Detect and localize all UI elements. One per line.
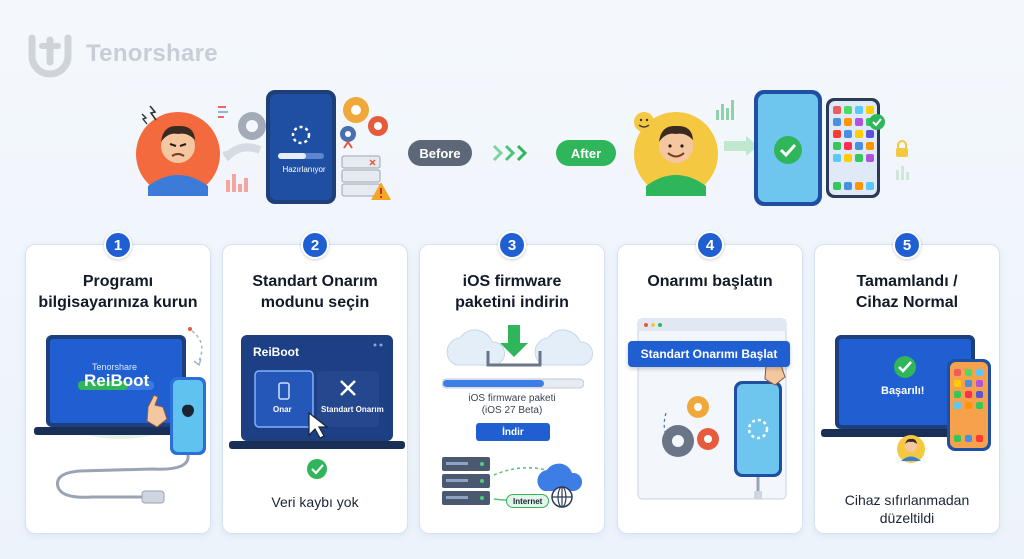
download-button[interactable]: İndir bbox=[476, 423, 550, 441]
brand-name: Tenorshare bbox=[86, 40, 218, 67]
step-1-screen-brand: Tenorshare bbox=[92, 362, 138, 372]
step-card-5: Tamamlandı / Cihaz Normal Başarılı! Ciha… bbox=[814, 244, 1000, 534]
step-2-screen-product: ReiBoot bbox=[253, 345, 299, 359]
step-5-title: Tamamlandı / Cihaz Normal bbox=[855, 273, 959, 311]
step-card-3: iOS firmware paketini indirin iOS firmwa… bbox=[419, 244, 605, 534]
lock-icon bbox=[896, 140, 908, 157]
phone-success-icon bbox=[754, 90, 822, 206]
server-network-illustration bbox=[442, 457, 583, 508]
hero-after-illustration bbox=[624, 80, 924, 210]
gears-icon bbox=[662, 396, 719, 457]
phone-homescreen-icon bbox=[826, 98, 885, 198]
step-5-number: 5 bbox=[893, 231, 921, 259]
start-repair-button[interactable]: Standart Onarımı Başlat bbox=[628, 341, 790, 367]
laptop-mode-select-illustration bbox=[229, 335, 405, 479]
gears-icon bbox=[340, 97, 388, 142]
cloud-globe-icon bbox=[537, 463, 583, 508]
smile-emoji-icon bbox=[634, 112, 654, 132]
step-2-title: Standart Onarım modunu seçin bbox=[252, 273, 378, 311]
option-standart-onarim-button[interactable]: Standart Onarım bbox=[321, 405, 384, 414]
server-error-icon bbox=[341, 140, 391, 200]
laptop-install-illustration bbox=[34, 327, 206, 504]
hero-before-illustration: Hazırlanıyor bbox=[130, 80, 400, 210]
step-card-2: Standart Onarım modunu seçin ReiBoot Ona… bbox=[222, 244, 408, 534]
server-icon bbox=[442, 457, 490, 505]
phone-homescreen-icon bbox=[947, 359, 991, 451]
before-label: Before bbox=[408, 140, 472, 166]
step-5-screen-status: Başarılı! bbox=[881, 385, 925, 397]
success-devices-illustration bbox=[821, 335, 991, 463]
internet-badge: Internet bbox=[506, 494, 550, 508]
step-2-number: 2 bbox=[301, 231, 329, 259]
step-card-4: Onarımı başlatın Standart Onarımı Başlat bbox=[617, 244, 803, 534]
option-onar-button[interactable]: Onar bbox=[273, 405, 292, 414]
happy-user-avatar bbox=[897, 435, 925, 463]
hand-pointer-icon bbox=[146, 394, 168, 428]
firmware-package-label: iOS firmware paketi (iOS 27 Beta) bbox=[468, 393, 556, 416]
sad-user-avatar bbox=[136, 112, 220, 196]
phone-status-label: Hazırlanıyor bbox=[282, 165, 326, 174]
step-4-number: 4 bbox=[696, 231, 724, 259]
step-5-footer: Cihaz sıfırlanmadan düzeltildi bbox=[844, 492, 970, 526]
step-3-title: iOS firmware paketini indirin bbox=[455, 273, 569, 311]
phone-loading-icon bbox=[266, 90, 336, 204]
arrow-right-icon bbox=[492, 143, 532, 163]
download-progress-bar bbox=[442, 378, 584, 389]
step-1-number: 1 bbox=[104, 231, 132, 259]
step-3-number: 3 bbox=[498, 231, 526, 259]
step-2-footer: Veri kaybı yok bbox=[271, 494, 359, 510]
tenorshare-logo-icon bbox=[28, 34, 72, 78]
step-1-screen-product: ReiBoot bbox=[84, 371, 150, 390]
gear-icon bbox=[238, 112, 266, 140]
cloud-download-icon bbox=[446, 325, 594, 367]
step-card-1: Programı bilgisayarınıza kurun Tenorshar… bbox=[25, 244, 211, 534]
cursor-icon bbox=[308, 411, 329, 439]
brand-logo: Tenorshare bbox=[24, 28, 218, 80]
after-label: After bbox=[556, 140, 616, 166]
phone-repairing-icon bbox=[734, 381, 782, 499]
happy-user-avatar bbox=[634, 112, 718, 196]
step-4-title: Onarımı başlatın bbox=[647, 273, 773, 290]
step-1-title: Programı bilgisayarınıza kurun bbox=[38, 273, 198, 311]
